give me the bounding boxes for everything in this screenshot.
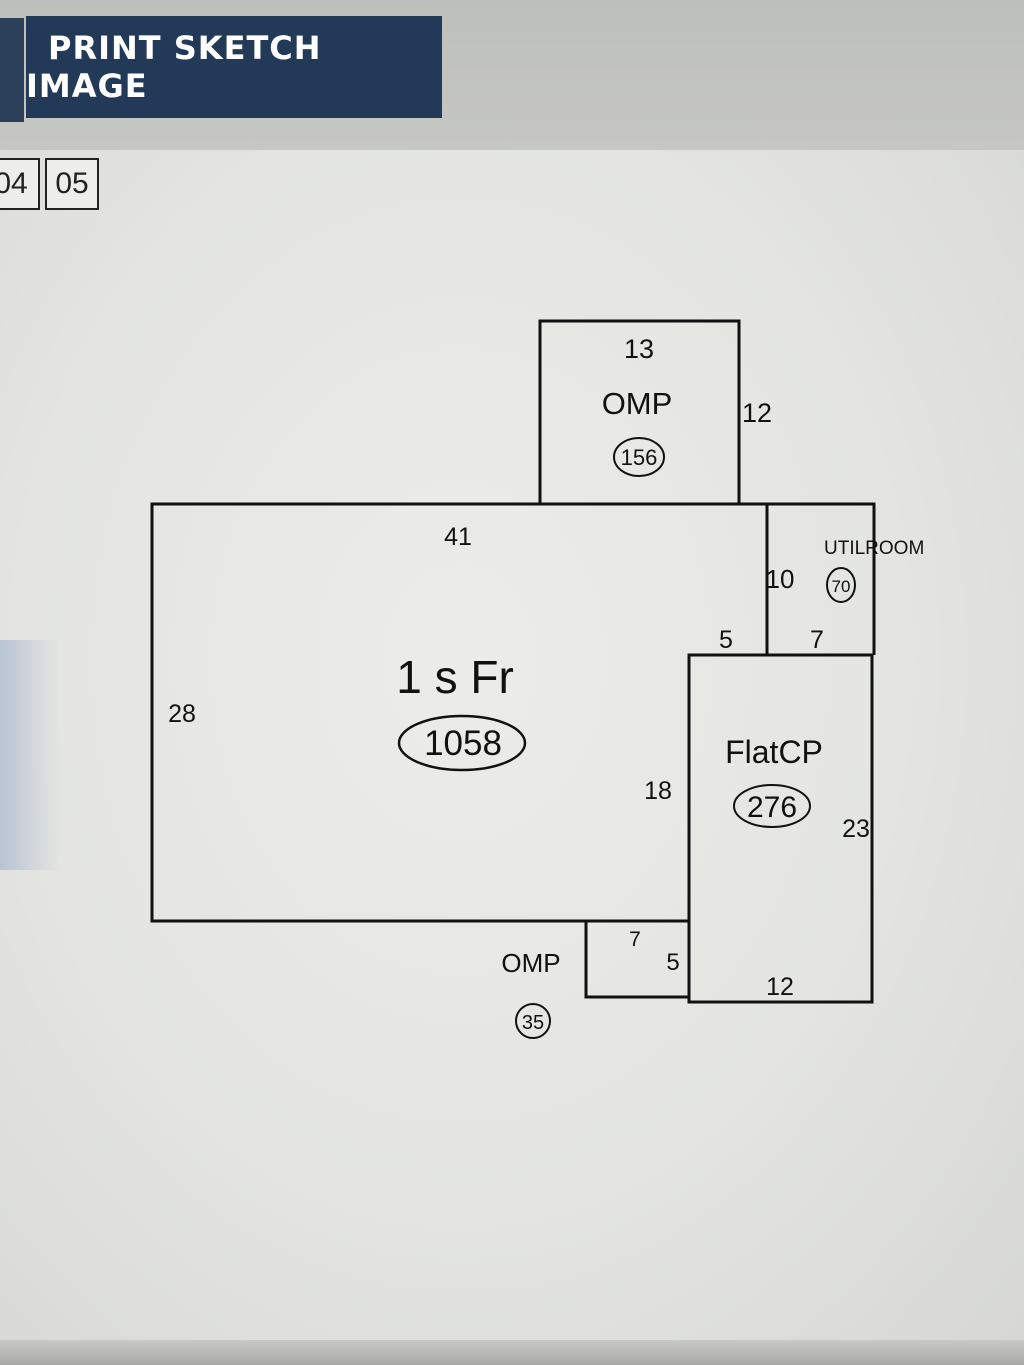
sketch-panel <box>0 150 1024 1365</box>
omp-top-label: OMP <box>602 386 673 421</box>
flatcp-dim-bottom: 12 <box>766 973 794 1001</box>
main-area: 1058 <box>424 724 502 763</box>
toolbar-left-button[interactable] <box>0 18 24 122</box>
omp-bottom-area: 35 <box>522 1012 544 1034</box>
page-tab-05[interactable]: 05 <box>45 158 99 210</box>
main-area-ellipse <box>397 714 527 772</box>
utilroom-area: 70 <box>832 577 851 596</box>
main-dim-notch: 5 <box>719 626 733 654</box>
main-dim-right: 18 <box>644 777 672 805</box>
screen-bottom-edge <box>0 1340 1024 1365</box>
omp-top-dim-right: 12 <box>742 398 772 428</box>
main-dim-left: 28 <box>168 700 196 728</box>
print-sketch-image-button[interactable]: PRINT SKETCH IMAGE <box>26 16 442 118</box>
utilroom-dim-left: 10 <box>766 564 795 594</box>
flatcp-area-ellipse <box>733 784 811 828</box>
utilroom-dim-bottom: 7 <box>810 626 824 654</box>
main-area-outline <box>150 502 769 923</box>
omp-top-area-ellipse <box>613 437 665 477</box>
omp-top-outline <box>538 319 741 504</box>
flatcp-outline <box>687 653 874 1004</box>
utilroom-outline <box>767 502 876 655</box>
screen-glare <box>0 640 60 870</box>
main-label: 1 s Fr <box>396 651 514 703</box>
page-tab-04[interactable]: 04 <box>0 158 40 210</box>
omp-bottom-label: OMP <box>501 948 560 978</box>
main-dim-top: 41 <box>444 523 472 551</box>
omp-bottom-outline <box>584 921 689 999</box>
omp-top-area: 156 <box>621 445 658 470</box>
omp-bottom-dim-right: 5 <box>666 949 679 976</box>
flatcp-label: FlatCP <box>725 734 823 770</box>
flatcp-dim-right: 23 <box>842 815 870 843</box>
flatcp-area: 276 <box>747 791 797 824</box>
omp-top-dim-top: 13 <box>624 334 654 364</box>
utilroom-label: UTILROOM <box>824 538 924 559</box>
omp-bottom-area-ellipse <box>515 1003 551 1039</box>
utilroom-area-ellipse <box>826 567 856 603</box>
omp-bottom-dim-top: 7 <box>629 928 641 951</box>
